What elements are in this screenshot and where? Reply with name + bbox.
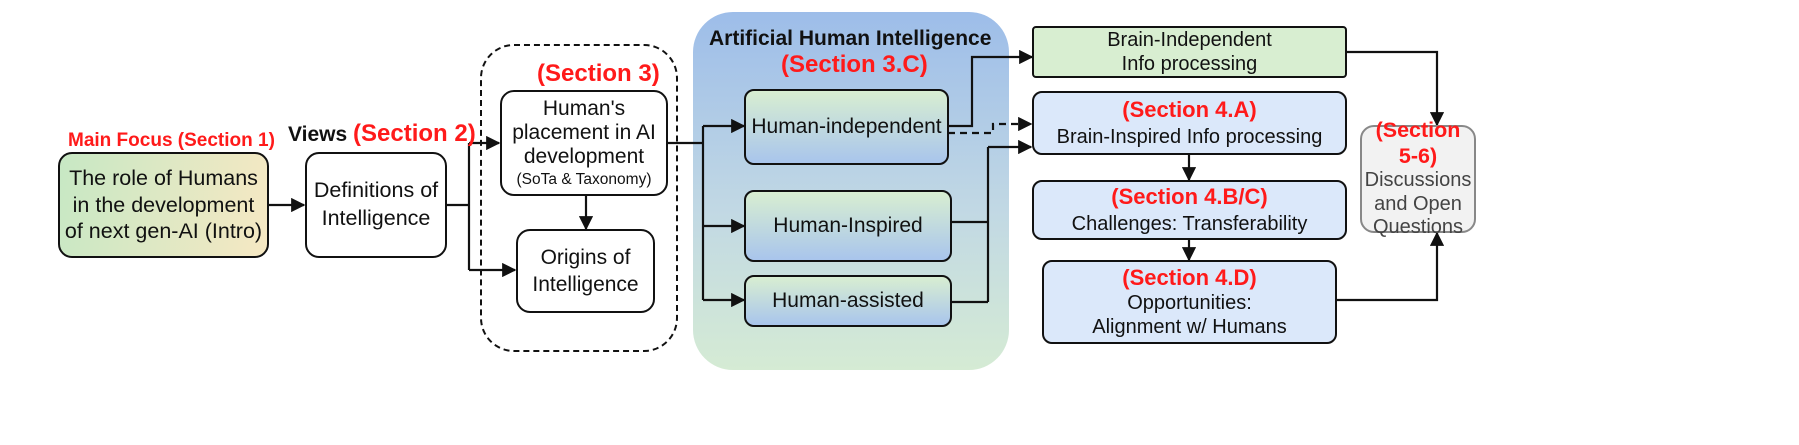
main-focus-header: Main Focus (Section 1) — [68, 130, 275, 151]
definitions-text: Definitions of Intelligence — [313, 178, 439, 230]
human-independent-text: Human-independent — [751, 115, 942, 139]
intro-box: The role of Humans in the development of… — [58, 152, 269, 258]
arrow-independent-to-brain-independent — [948, 49, 1034, 128]
discussion-text: Discussions and Open Questions — [1364, 168, 1472, 239]
ahi-title: Artificial Human Intelligence — [709, 27, 992, 50]
section-4a-text: Brain-Inspired Info processing — [1056, 126, 1323, 149]
section-4bc-label: (Section 4.B/C) — [1111, 183, 1268, 209]
human-inspired-text: Human-Inspired — [773, 214, 923, 238]
section-4d-text-1: Opportunities: — [1127, 292, 1252, 315]
section-4bc-text: Challenges: Transferability — [1071, 213, 1308, 236]
connector-placement-to-ahi — [668, 126, 705, 300]
human-assisted-text: Human-assisted — [772, 289, 924, 313]
human-assisted-box: Human-assisted — [744, 275, 952, 327]
section-5-6-label: (Section 5-6) — [1375, 118, 1461, 168]
section-4d-text-2: Alignment w/ Humans — [1092, 316, 1287, 339]
origins-text: Origins of Intelligence — [532, 245, 639, 296]
arrow-4d-to-discussion — [1337, 231, 1445, 302]
human-independent-box: Human-independent — [744, 89, 949, 165]
section-2-label: (Section 2) — [353, 120, 476, 147]
section-3c-label: (Section 3.C) — [781, 51, 928, 78]
section-4d-box: (Section 4.D) Opportunities: Alignment w… — [1042, 260, 1337, 344]
brain-independent-text: Brain-Independent Info processing — [1107, 29, 1272, 75]
intro-box-text: The role of Humans in the development of… — [64, 165, 263, 244]
section-4a-box: (Section 4.A) Brain-Inspired Info proces… — [1032, 91, 1347, 155]
origins-box: Origins of Intelligence — [516, 229, 655, 313]
definitions-box: Definitions of Intelligence — [305, 152, 447, 258]
connector-inspired-assisted — [952, 147, 990, 304]
views-title: Views — [288, 123, 348, 146]
brain-independent-box: Brain-Independent Info processing — [1032, 26, 1347, 78]
section-4d-label: (Section 4.D) — [1122, 264, 1257, 290]
placement-subtext: (SoTa & Taxonomy) — [516, 171, 652, 189]
placement-box: Human's placement in AI development (SoT… — [500, 90, 668, 196]
section-4bc-box: (Section 4.B/C) Challenges: Transferabil… — [1032, 180, 1347, 240]
section-3-label: (Section 3) — [537, 60, 660, 87]
discussion-box: (Section 5-6) Discussions and Open Quest… — [1360, 118, 1476, 238]
section-4a-label: (Section 4.A) — [1122, 96, 1257, 122]
human-inspired-box: Human-Inspired — [744, 190, 952, 262]
section3-group — [480, 44, 678, 352]
connector-definitions-split — [447, 143, 471, 270]
arrow-brain-independent-to-discussion — [1347, 50, 1445, 127]
placement-text: Human's placement in AI development — [512, 96, 656, 169]
arrow-independent-to-brain-inspired — [948, 116, 1033, 135]
views-header: Views (Section 2) — [288, 120, 476, 148]
